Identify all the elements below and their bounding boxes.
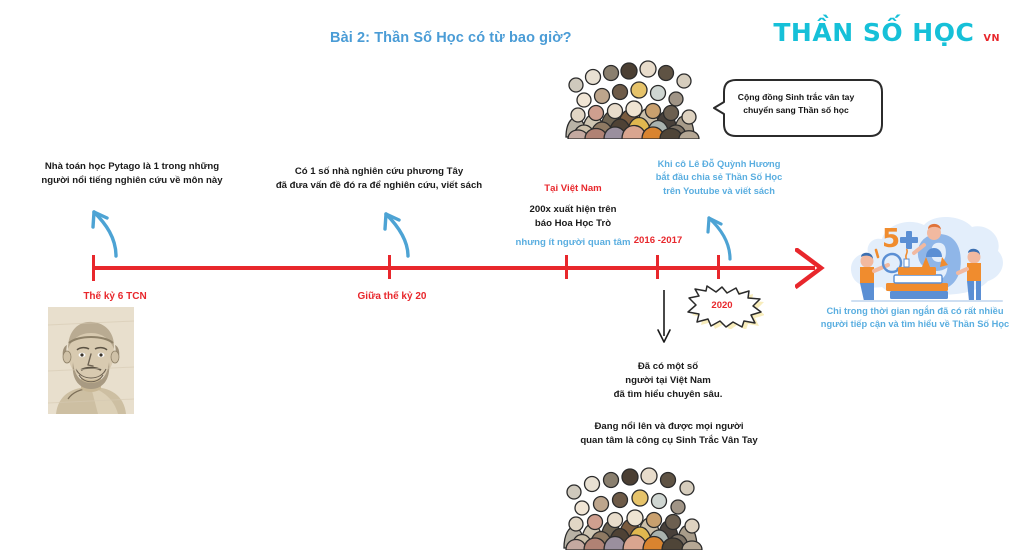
annotation-vietnam-heading: Tại Việt Nam bbox=[544, 183, 602, 194]
badge-2020-label: 2020 bbox=[711, 299, 733, 311]
timeline-label-2: Giữa thế kỷ 20 bbox=[332, 290, 452, 305]
brand-logo: THẦN SỐ HỌC VN bbox=[773, 18, 1000, 47]
crowd-illustration-top bbox=[562, 55, 708, 139]
annotation-youtube: Khi cô Lê Đỗ Quỳnh Hương bắt đầu chia sẻ… bbox=[636, 158, 802, 198]
brand-logo-main: THẦN SỐ HỌC bbox=[773, 18, 975, 47]
curved-arrow-3 bbox=[694, 205, 742, 261]
annotation-deep-study-line3: đã tìm hiểu chuyên sâu. bbox=[613, 388, 723, 400]
timeline-tick-2016-2017 bbox=[656, 255, 659, 279]
annotation-growth: Chỉ trong thời gian ngắn đã có rất nhiều… bbox=[806, 305, 1024, 332]
timeline-tick-mid-20th bbox=[388, 255, 391, 279]
annotation-western-line1: Có 1 số nhà nghiên cứu phương Tây bbox=[294, 166, 464, 177]
annotation-growth-line2: người tiếp cận và tìm hiểu về Thần Số Họ… bbox=[820, 319, 1010, 330]
annotation-vietnam-line1: 200x xuất hiện trên bbox=[529, 203, 617, 215]
annotation-pytago-line2: người nổi tiếng nghiên cứu về môn này bbox=[41, 174, 223, 186]
annotation-deep-study-line2: người tại Việt Nam bbox=[625, 374, 711, 386]
numerology-illustration: 9 5 bbox=[838, 205, 1018, 305]
svg-text:5: 5 bbox=[882, 224, 900, 254]
speech-bubble-line2: chuyển sang Thần số học bbox=[743, 105, 849, 115]
crowd-illustration-bottom bbox=[558, 460, 710, 550]
timeline-tick-200x bbox=[565, 255, 568, 279]
timeline-label-3: 2016 -2017 bbox=[625, 234, 691, 248]
annotation-vietnam: Tại Việt Nam 200x xuất hiện trên báo Hoa… bbox=[488, 182, 658, 250]
annotation-fingerprint: Đang nổi lên và được mọi người quan tâm … bbox=[556, 420, 782, 448]
brand-logo-suffix: VN bbox=[983, 33, 1000, 44]
annotation-youtube-line2: bắt đầu chia sẻ Thần Số Học bbox=[655, 172, 783, 183]
timeline-label-1: Thế kỷ 6 TCN bbox=[60, 290, 170, 305]
annotation-deep-study: Đã có một số người tại Việt Nam đã tìm h… bbox=[588, 360, 748, 402]
down-arrow bbox=[652, 290, 676, 353]
page-title: Bài 2: Thần Số Học có từ bao giờ? bbox=[330, 30, 572, 46]
speech-bubble: Cộng đồng Sinh trắc vân tay chuyển sang … bbox=[713, 78, 883, 137]
annotation-western-line2: đã đưa vấn đề đó ra để nghiên cứu, viết … bbox=[275, 179, 483, 191]
annotation-pytago: Nhà toán học Pytago là 1 trong những ngư… bbox=[22, 160, 242, 188]
annotation-pytago-line1: Nhà toán học Pytago là 1 trong những bbox=[44, 161, 220, 172]
timeline-tick-start bbox=[92, 255, 95, 281]
timeline-tick-2020 bbox=[717, 255, 720, 279]
annotation-growth-line1: Chỉ trong thời gian ngắn đã có rất nhiều bbox=[826, 306, 1004, 316]
annotation-vietnam-line2: báo Hoa Học Trò bbox=[534, 217, 612, 229]
annotation-fingerprint-line1: Đang nổi lên và được mọi người bbox=[594, 421, 744, 432]
curved-arrow-1 bbox=[76, 196, 128, 258]
timeline-label-1-text: Thế kỷ 6 TCN bbox=[83, 291, 147, 302]
timeline-axis bbox=[92, 266, 815, 270]
annotation-fingerprint-line2: quan tâm là công cụ Sinh Trắc Vân Tay bbox=[580, 434, 758, 446]
curved-arrow-2 bbox=[368, 200, 420, 258]
annotation-western: Có 1 số nhà nghiên cứu phương Tây đã đưa… bbox=[272, 165, 486, 193]
badge-2020: 2020 bbox=[686, 285, 764, 329]
annotation-youtube-line1: Khi cô Lê Đỗ Quỳnh Hương bbox=[657, 159, 781, 169]
timeline-label-3-text: 2016 -2017 bbox=[633, 235, 683, 246]
pythagoras-portrait-image bbox=[48, 307, 134, 414]
annotation-vietnam-line3: nhưng ít người quan tâm bbox=[515, 236, 631, 248]
speech-bubble-line1: Cộng đồng Sinh trắc vân tay bbox=[737, 92, 855, 103]
annotation-deep-study-line1: Đã có một số bbox=[637, 361, 699, 372]
annotation-youtube-line3: trên Youtube và viết sách bbox=[663, 185, 775, 196]
timeline-label-2-text: Giữa thế kỷ 20 bbox=[357, 291, 427, 302]
